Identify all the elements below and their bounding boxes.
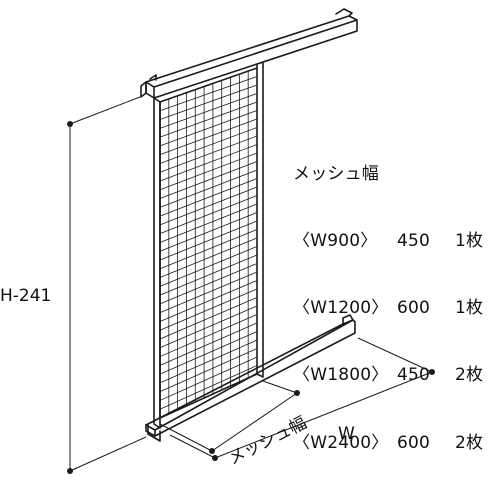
- height-ext-top: [69, 96, 141, 125]
- spec-count: 1枚: [455, 298, 484, 319]
- mesh-wire-horizontal: [159, 118, 258, 156]
- spec-model: 〈W1200〉: [293, 298, 389, 319]
- mesh-wire-horizontal: [159, 229, 258, 270]
- mesh-wire-horizontal: [159, 178, 258, 217]
- mesh-wire-horizontal: [159, 331, 258, 375]
- spec-model: 〈W1800〉: [293, 365, 389, 386]
- height-label: H-241: [0, 286, 52, 306]
- mesh-wire-horizontal: [159, 322, 258, 366]
- spec-heading: メッシュ幅: [293, 163, 379, 184]
- mesh-wire-horizontal: [159, 263, 258, 305]
- spec-count: 2枚: [455, 432, 484, 453]
- mesh-wire-horizontal: [159, 365, 258, 410]
- mesh-width-dim-line: [211, 392, 298, 452]
- mesh-wire-horizontal: [159, 212, 258, 252]
- mesh-wire-horizontal: [159, 144, 258, 182]
- top-rail: [145, 8, 358, 99]
- mesh-wire-horizontal: [159, 76, 258, 112]
- width-label: W: [338, 424, 355, 444]
- top-clip: [140, 74, 157, 98]
- spec-row: 〈W1200〉 600 1枚: [293, 297, 483, 319]
- spec-row: 〈W1800〉 450 2枚: [293, 364, 483, 386]
- mesh-wire-horizontal: [159, 169, 258, 208]
- spec-row: 〈W900〉 450 1枚: [293, 230, 483, 252]
- height-ext-bottom: [69, 436, 147, 472]
- mesh-wire-horizontal: [159, 84, 258, 120]
- spec-width: 600: [397, 298, 431, 319]
- mesh-wire-horizontal: [159, 186, 258, 226]
- mesh-wire-horizontal: [159, 305, 258, 349]
- mesh-wire-horizontal: [159, 246, 258, 287]
- spec-count: 2枚: [455, 365, 484, 386]
- spec-model: 〈W900〉: [293, 231, 378, 252]
- spec-count: 1枚: [455, 231, 484, 252]
- mesh-wire-horizontal: [159, 297, 258, 340]
- width-dim-line: [214, 371, 433, 459]
- mesh-wire-horizontal: [159, 195, 258, 235]
- mesh-wire-horizontal: [159, 356, 258, 401]
- spec-table: メッシュ幅 〈W900〉 450 1枚 〈W1200〉 600 1枚 〈W1800〉 45…: [293, 118, 483, 477]
- spec-width: 450: [397, 231, 431, 252]
- mesh-wire-horizontal: [159, 135, 258, 173]
- mesh-wire-horizontal: [159, 152, 258, 191]
- mesh-wire-horizontal: [159, 101, 258, 138]
- spec-width: 600: [397, 432, 431, 453]
- bottom-mount: [147, 423, 161, 442]
- dimension-dots: [67, 121, 435, 474]
- mesh-wire-horizontal: [159, 203, 258, 243]
- mesh-wire-horizontal: [159, 280, 258, 322]
- mesh-wire-horizontal: [159, 271, 258, 314]
- mesh-wire-horizontal: [159, 110, 258, 147]
- mesh-wire-horizontal: [159, 288, 258, 331]
- spec-row: 〈W2400〉 600 2枚: [293, 432, 483, 454]
- mesh-wire-horizontal: [159, 254, 258, 296]
- mesh-wire-horizontal: [159, 161, 258, 199]
- mesh-wire-horizontal: [159, 237, 258, 278]
- mesh-wire-horizontal: [159, 220, 258, 261]
- mesh-wire-horizontal: [159, 93, 258, 129]
- spec-model: 〈W2400〉: [293, 432, 389, 453]
- mesh-wire-horizontal: [159, 127, 258, 164]
- spec-width: 450: [397, 365, 431, 386]
- mesh-grid: [159, 70, 258, 415]
- mesh-wire-horizontal: [159, 339, 258, 384]
- mesh-wire-horizontal: [159, 314, 258, 357]
- dimension-lines: [69, 96, 433, 472]
- mesh-wire-horizontal: [159, 348, 258, 393]
